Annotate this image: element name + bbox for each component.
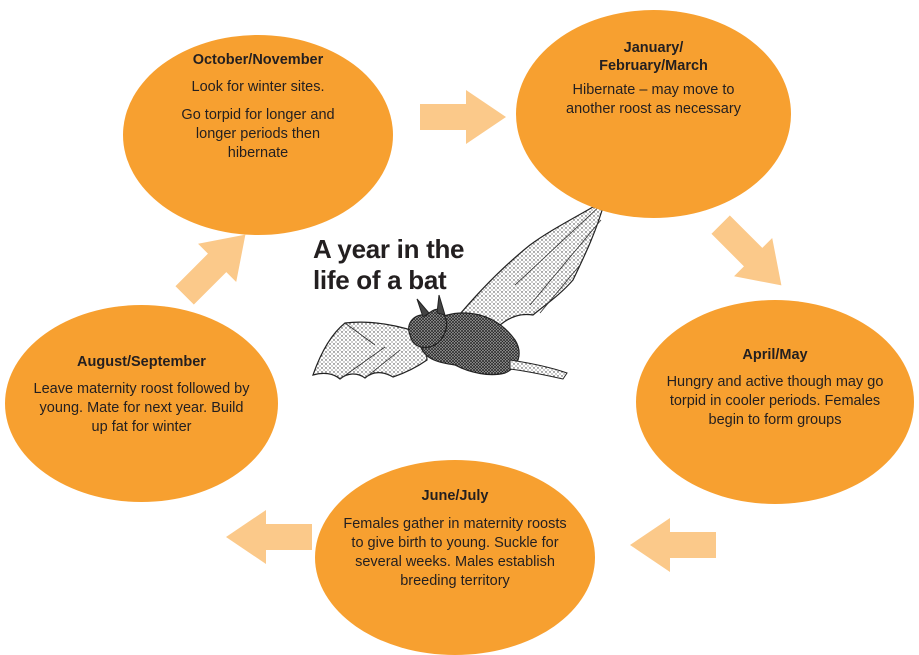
stage-title: June/July (421, 488, 489, 504)
stage-title-line: February/March (599, 58, 708, 74)
arrow-icon (175, 234, 246, 305)
diagram-title-line-2: life of a bat (313, 265, 447, 295)
stage-august-september: August/September Leave maternity roost f… (5, 305, 278, 502)
arrow-icon (711, 215, 782, 286)
stage-title: April/May (742, 347, 808, 363)
stage-title-line: January/ (623, 40, 684, 56)
diagram-title: A year in the life of a bat (313, 234, 513, 296)
stage-june-july: June/July Females gather in maternity ro… (315, 460, 595, 655)
bat-ear (416, 294, 446, 318)
stage-text: Hungry and active though may go torpid i… (666, 374, 884, 428)
stage-october-november: October/November Look for winter sites. … (123, 35, 393, 235)
stage-january-march: January/ February/March Hibernate – may … (516, 10, 791, 218)
stage-text: Look for winter sites. (191, 79, 325, 95)
stage-title: October/November (192, 52, 324, 68)
stage-text: Go torpid for longer and longer periods … (181, 107, 335, 161)
arrow-icon (630, 518, 716, 572)
bat-illustration (312, 198, 606, 380)
bat-left-wing (312, 321, 428, 380)
diagram-title-line-1: A year in the (313, 234, 465, 264)
stage-text: Leave maternity roost followed by young.… (33, 381, 250, 435)
stage-text: Hibernate – may move to another roost as… (566, 82, 741, 117)
arrow-icon (420, 90, 506, 144)
stage-text: Females gather in maternity roosts to gi… (343, 516, 567, 589)
stage-april-may: April/May Hungry and active though may g… (636, 300, 914, 504)
bat-head (408, 308, 448, 349)
stage-title: January/ February/March (560, 39, 747, 75)
stage-title: August/September (77, 354, 206, 370)
arrow-icon (226, 510, 312, 564)
